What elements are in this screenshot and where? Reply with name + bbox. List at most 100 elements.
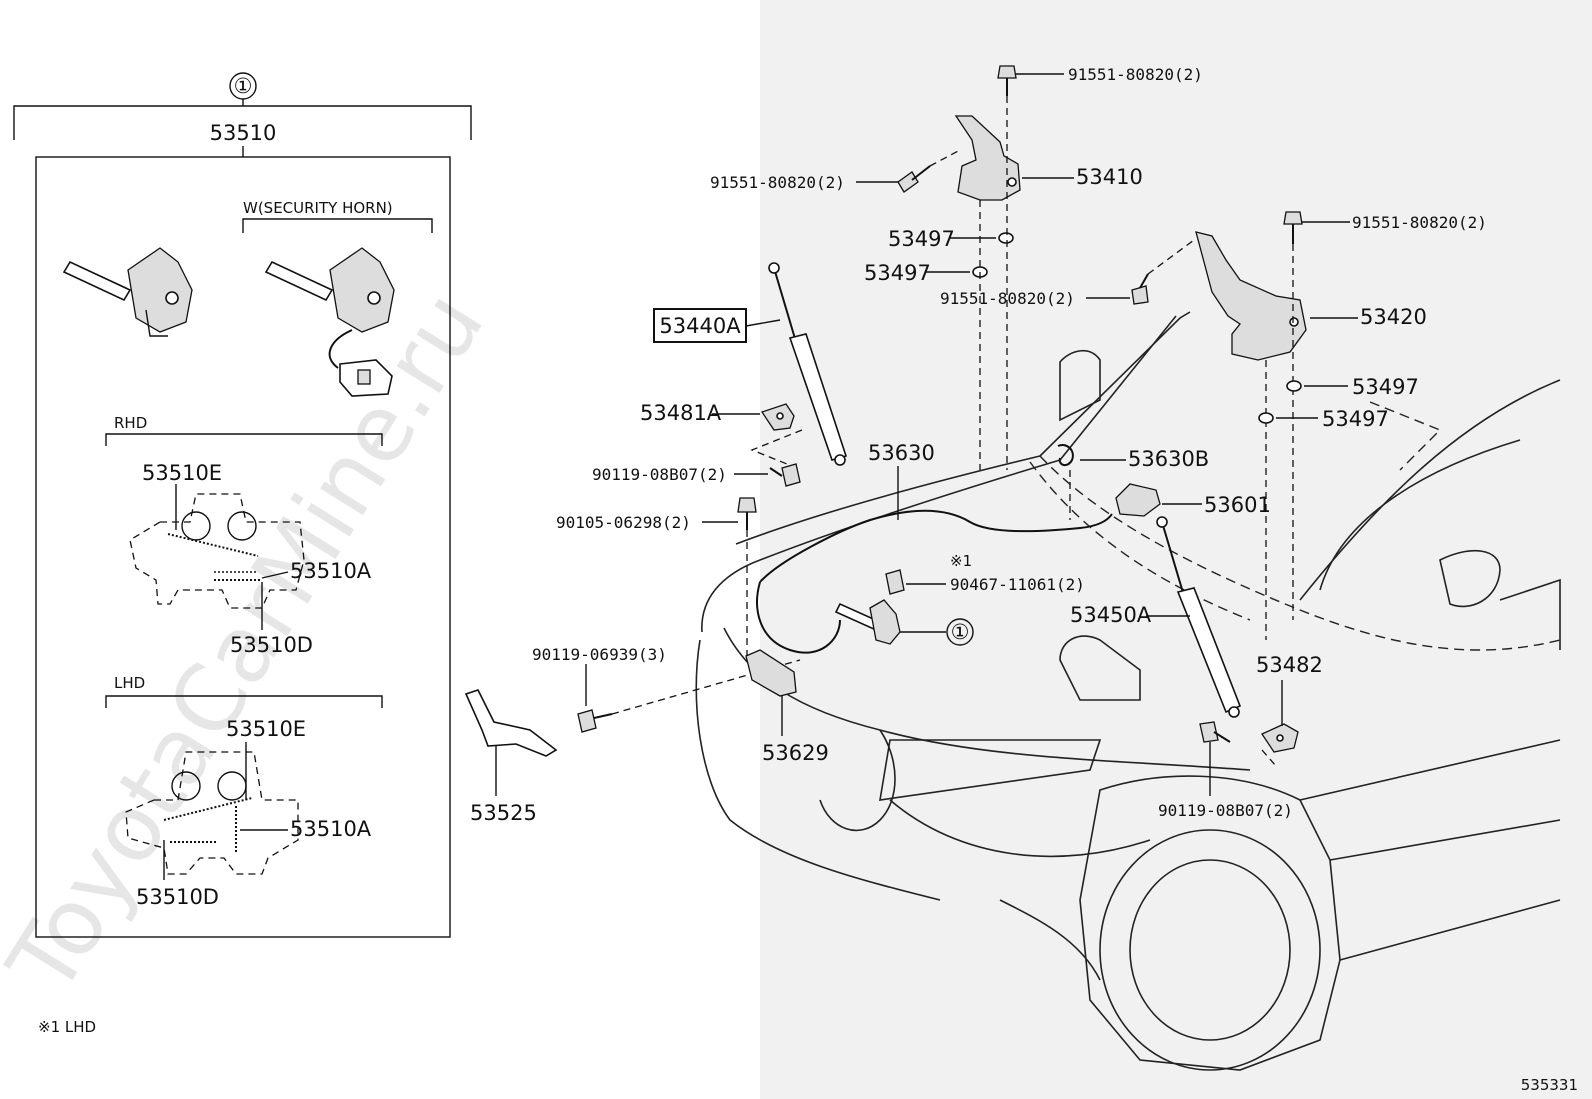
hood-lock-standard[interactable] <box>62 247 193 337</box>
bolt-shank <box>1213 731 1231 743</box>
bolt-head <box>577 709 597 733</box>
hood-lock-installed[interactable] <box>834 599 901 645</box>
release-lever <box>62 260 132 302</box>
bolt-90119-08B07-right[interactable] <box>1199 721 1231 743</box>
label-53629: 53629 <box>762 741 829 765</box>
seal-53629[interactable] <box>745 649 797 697</box>
hood-left-edge <box>701 315 1177 633</box>
bolt-shank <box>911 165 931 181</box>
clamp-53630B[interactable] <box>1057 444 1074 466</box>
label-53630: 53630 <box>868 441 935 465</box>
spring-53510E-lhd <box>163 797 253 821</box>
bracket-53482[interactable] <box>1261 723 1299 753</box>
diagram-number: 535331 <box>1521 1076 1578 1094</box>
release-cable-53630-lower[interactable] <box>756 581 841 654</box>
lock-body <box>329 247 395 333</box>
bolt-91551-right[interactable] <box>1283 211 1303 244</box>
lower-bumper <box>999 899 1101 981</box>
hinge-pivot <box>1007 177 1017 187</box>
vehicle-outline <box>695 311 1561 1071</box>
support-cylinder <box>1176 587 1242 714</box>
bolt-91551-mid[interactable] <box>1131 273 1149 305</box>
spring-diagram-rhd <box>129 484 305 630</box>
lock-latch <box>145 309 168 337</box>
plate-hole-left <box>181 511 211 541</box>
hood-lock-striker-53601[interactable] <box>1115 483 1161 517</box>
washer-53497-c[interactable] <box>1286 380 1302 392</box>
label-53481A: 53481A <box>640 401 722 425</box>
windshield-base <box>1039 311 1191 457</box>
lock-body <box>127 247 193 333</box>
dash-90119-06939 <box>611 659 801 715</box>
label-53420: 53420 <box>1360 305 1427 329</box>
hood-support-53450A[interactable] <box>1156 516 1242 718</box>
bolt-head <box>1199 721 1219 743</box>
hood-lock-with-switch[interactable] <box>264 247 395 397</box>
bolt-head <box>781 463 801 487</box>
spring-diagram-lhd <box>125 742 299 880</box>
plate-hole-left <box>171 771 201 801</box>
label-53440A[interactable]: 53440A <box>659 314 741 338</box>
seal-body <box>745 649 797 697</box>
dash-bolt-left <box>929 149 961 167</box>
grille-top <box>879 739 1102 801</box>
bolt-shank <box>769 467 783 477</box>
wiper-cowl <box>1059 350 1101 422</box>
label-90119-08B07-left: 90119-08B07(2) <box>592 465 727 484</box>
support-end-top <box>1156 516 1168 528</box>
label-91551-top: 91551-80820(2) <box>1068 65 1203 84</box>
bolt-91551-left[interactable] <box>897 165 931 193</box>
bolt-90119-08B07-left[interactable] <box>769 463 801 487</box>
marker-note-90467: ※1 <box>950 552 972 570</box>
label-53497-a: 53497 <box>888 227 955 251</box>
bolt-head <box>1283 211 1303 225</box>
footnote-lhd: ※1 LHD <box>38 1018 96 1036</box>
bracket-53481A[interactable] <box>760 403 795 431</box>
group-box <box>35 156 451 938</box>
group-ref-number: ① <box>234 74 253 98</box>
group-part-number: 53510 <box>210 121 277 145</box>
bolt-shank <box>1139 273 1149 289</box>
lhd-bracket <box>105 695 383 708</box>
label-91551-left: 91551-80820(2) <box>710 173 845 192</box>
bolt-head <box>897 171 919 193</box>
mirror-glass <box>1439 549 1501 608</box>
seal-53525[interactable] <box>464 689 558 757</box>
spring-53510E-rhd <box>167 533 259 557</box>
washer-53497-a[interactable] <box>998 232 1014 244</box>
bolt-90105-06298[interactable] <box>737 497 757 530</box>
support-rod <box>773 267 797 343</box>
lock-pivot <box>165 291 179 305</box>
label-53497-b: 53497 <box>864 261 931 285</box>
sill-line <box>1339 899 1561 961</box>
bolt-90119-06939[interactable] <box>577 709 613 733</box>
bolt-91551-top[interactable] <box>997 65 1017 96</box>
label-90119-08B07-right: 90119-08B07(2) <box>1158 801 1293 820</box>
release-lever <box>264 260 334 302</box>
hood-hinge-53420[interactable] <box>1195 231 1307 361</box>
side-mirror <box>1499 578 1561 650</box>
bumper-left <box>695 639 941 901</box>
clip-90467-11061[interactable] <box>885 569 905 595</box>
lhd-label: LHD <box>114 674 145 692</box>
support-cylinder <box>788 333 848 461</box>
hood-hinge-53410[interactable] <box>954 115 1021 201</box>
group-bracket <box>13 105 472 140</box>
label-53510D-lhd: 53510D <box>136 885 219 909</box>
lock-pivot <box>367 291 381 305</box>
hood-support-53440A[interactable] <box>768 262 848 466</box>
washer-53497-d[interactable] <box>1258 412 1274 424</box>
bolt-head <box>737 497 757 513</box>
front-wheel-arch <box>1079 775 1341 1071</box>
group-ref-number-installed: ① <box>951 620 970 644</box>
dash-53482 <box>1261 749 1277 767</box>
label-90467-11061: 90467-11061(2) <box>950 575 1085 594</box>
release-cable-53630[interactable] <box>759 509 1113 583</box>
seal-body <box>464 689 558 757</box>
bolt-head <box>1131 285 1149 305</box>
hinge-pivot <box>1289 317 1299 327</box>
security-horn-bracket <box>242 218 433 233</box>
body-side-line <box>1299 739 1561 801</box>
